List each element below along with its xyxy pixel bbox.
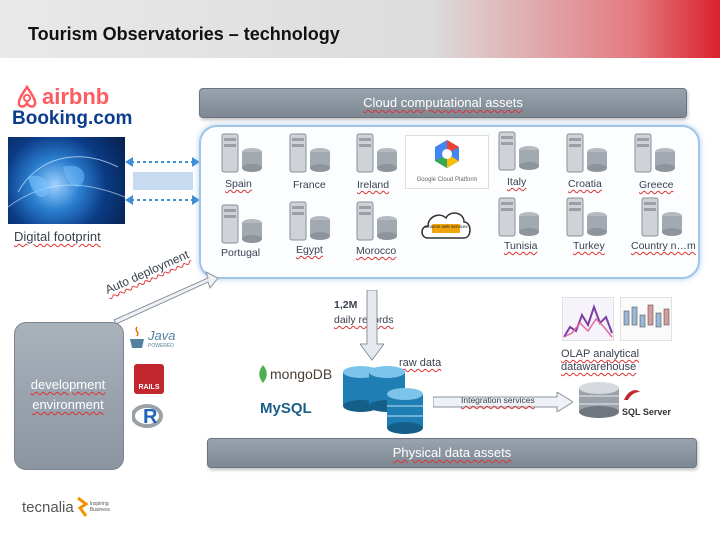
cloud-header-label: Cloud computational assets: [363, 95, 523, 110]
server-icon: [498, 131, 539, 171]
java-text: Java: [148, 327, 176, 343]
integration-services-label: Integration services: [461, 395, 535, 405]
development-environment-box: [14, 322, 124, 470]
country-label: Egypt: [296, 244, 323, 256]
data-stream-arrows: [125, 157, 200, 205]
country-label: Tunisia: [504, 240, 538, 252]
server-icon: [641, 197, 682, 237]
server-icon: [498, 197, 539, 237]
digital-footprint-label: Digital footprint: [14, 229, 101, 244]
aws-logo: amazon web services: [418, 206, 474, 250]
tecnalia-mark-icon: [76, 496, 88, 517]
sql-database-icon: [579, 382, 619, 418]
r-ellipse-icon: [131, 404, 163, 428]
airbnb-text: airbnb: [42, 84, 110, 109]
title-bar: [0, 0, 720, 58]
r-text: R: [143, 406, 158, 428]
server-icon: [566, 197, 607, 237]
records-count: 1,2M: [334, 299, 358, 311]
country-label: France: [293, 179, 326, 191]
slide-title: Tourism Observatories – technology: [28, 24, 340, 44]
auto-deployment-arrow: [113, 271, 219, 325]
olap-label: OLAP analytical datawarehouse: [561, 348, 639, 374]
tecnalia-sub-text: Inspiring Business: [89, 501, 110, 513]
mongodb-logo: mongoDB: [258, 365, 332, 383]
booking-logo: Booking.com: [12, 108, 133, 129]
country-label: Spain: [225, 178, 252, 190]
country-label: Turkey: [573, 240, 605, 252]
rails-logo: RAILS: [134, 364, 164, 394]
dev-env-line1: development: [30, 377, 106, 392]
country-label: Portugal: [221, 247, 261, 259]
raw-data-label: raw data: [399, 357, 442, 369]
google-cloud-text: Google Cloud Platform: [416, 177, 478, 183]
database-stack-icon: [343, 366, 423, 434]
google-cloud-logo: Google Cloud Platform: [405, 135, 489, 189]
rails-text: RAILS: [138, 384, 160, 391]
server-icon: [221, 204, 262, 244]
sqlserver-text: SQL Server: [622, 407, 671, 417]
server-icon: [356, 201, 397, 241]
server-icon: [289, 201, 330, 241]
server-icon: [221, 133, 262, 173]
leaf-icon: [259, 365, 267, 383]
tecnalia-logo: tecnalia Inspiring Business: [22, 496, 116, 518]
airbnb-logo: airbnb: [14, 84, 109, 110]
records-label: 1,2M daily records: [334, 298, 394, 328]
country-label: Greece: [639, 179, 674, 191]
server-icon: [566, 133, 607, 173]
country-label: Ireland: [357, 179, 390, 191]
down-arrow: [360, 290, 384, 361]
country-label: Morocco: [356, 245, 397, 257]
olap-chart-image: [562, 297, 614, 341]
airbnb-icon: [17, 85, 37, 108]
java-logo: Java POWERED: [128, 326, 175, 350]
sqlserver-logo: SQL Server: [622, 388, 671, 417]
google-cloud-icon: [435, 140, 459, 168]
server-icon: [634, 133, 675, 173]
tecnalia-text: tecnalia: [22, 498, 74, 516]
country-label: Croatia: [568, 178, 602, 190]
dev-env-line2: environment: [32, 397, 104, 412]
cloud-header: Cloud computational assets: [199, 88, 687, 118]
olap-line1: OLAP analytical: [561, 348, 640, 360]
olap-boxplot-image: [620, 297, 672, 341]
country-label: Italy: [507, 176, 527, 188]
country-label: Country n…m: [631, 240, 696, 252]
physical-data-label: Physical data assets: [392, 445, 512, 460]
java-sub-text: POWERED: [148, 342, 174, 349]
coffee-cup-icon: [130, 326, 144, 348]
r-logo: R: [131, 402, 166, 432]
server-icon: [289, 133, 330, 173]
physical-data-bar: Physical data assets: [207, 438, 697, 468]
aws-text: amazon web services: [424, 224, 468, 229]
mysql-logo: MySQL: [260, 400, 312, 417]
server-icon: [356, 133, 397, 173]
sqlserver-icon: [624, 390, 640, 400]
olap-line2: datawarehouse: [561, 361, 637, 373]
aws-cloud-icon: [421, 212, 471, 239]
mongodb-text: mongoDB: [270, 366, 333, 382]
globe-image: [8, 137, 125, 224]
integration-arrow: [433, 392, 573, 412]
records-unit: daily records: [334, 314, 394, 326]
